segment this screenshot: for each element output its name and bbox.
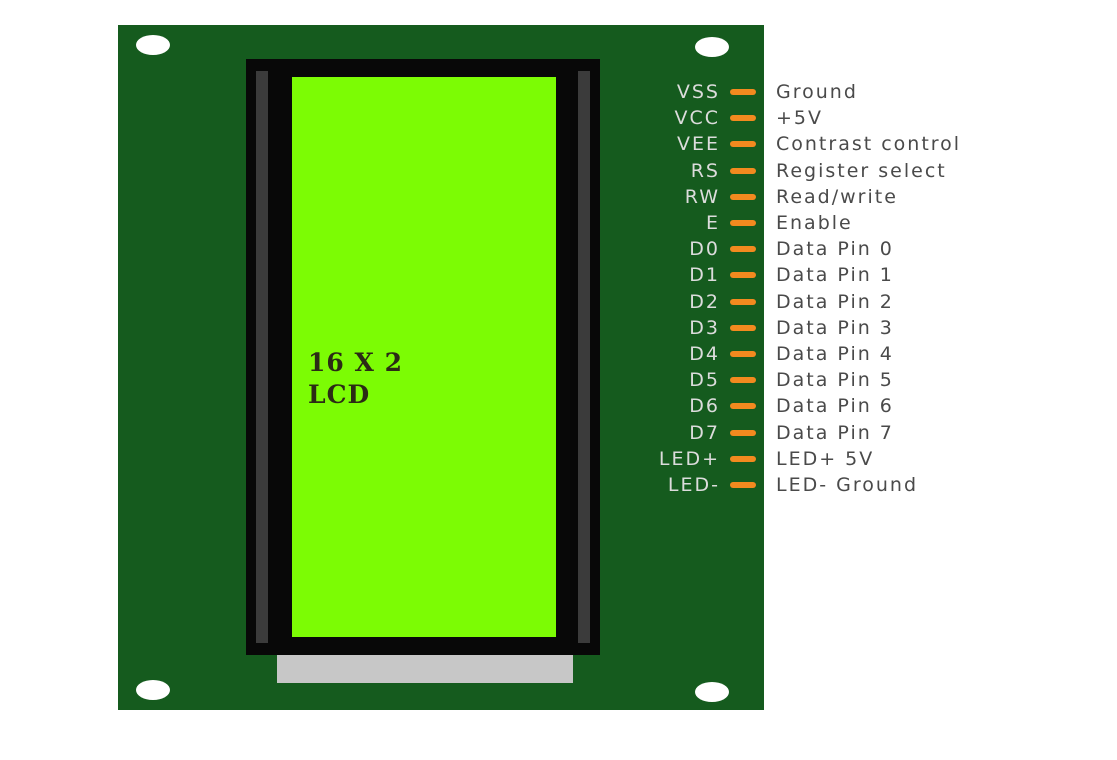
pin-description: Register select	[776, 159, 947, 182]
pin-label: D2	[689, 290, 720, 313]
pin-label: D7	[689, 421, 720, 444]
pin-stub	[730, 246, 756, 253]
pin-description: Data Pin 0	[776, 238, 894, 261]
pin-stub	[730, 298, 756, 305]
pin-label: LED-	[667, 474, 720, 496]
pin-stub	[730, 429, 756, 436]
pin-stub	[730, 324, 756, 331]
pin-label: VSS	[676, 81, 720, 103]
mounting-hole-bottom-left	[136, 680, 170, 700]
pin-stub	[730, 115, 756, 122]
pin-row: D3 Data Pin 3	[0, 315, 1117, 341]
pin-row: D4 Data Pin 4	[0, 341, 1117, 367]
lcd-module-board: 16 X 2 LCD	[118, 25, 764, 710]
pin-description: Read/write	[776, 185, 898, 208]
pin-description: Data Pin 4	[776, 343, 894, 365]
mounting-hole-top-left	[136, 35, 170, 55]
pin-stub	[730, 141, 756, 148]
pin-description: Contrast control	[776, 133, 962, 156]
pin-stub	[730, 89, 756, 95]
pin-description: Data Pin 5	[776, 369, 894, 392]
pin-description: LED+ 5V	[776, 447, 875, 470]
pin-stub	[730, 351, 756, 357]
pin-row: E Enable	[0, 210, 1117, 236]
pin-row: D5 Data Pin 5	[0, 367, 1117, 393]
pin-label: D3	[689, 316, 720, 339]
pin-description: Data Pin 2	[776, 290, 894, 313]
pin-label: D6	[689, 395, 720, 418]
pin-stub	[730, 272, 756, 279]
pin-stub	[730, 403, 756, 410]
pin-label: E	[705, 212, 720, 234]
pin-row: LED- LED- Ground	[0, 472, 1117, 498]
pin-stub	[730, 167, 756, 174]
pin-label: VCC	[674, 107, 720, 130]
lcd-screen-label: 16 X 2 LCD	[308, 347, 403, 411]
lcd-screen-label-line1: 16 X 2	[308, 348, 403, 377]
pin-stub	[730, 193, 756, 200]
pin-label: D5	[689, 369, 720, 392]
lcd-screen	[292, 77, 556, 637]
pin-description: Ground	[776, 81, 858, 103]
mounting-hole-top-right	[695, 37, 729, 57]
pin-row: D6 Data Pin 6	[0, 393, 1117, 419]
pin-stub	[730, 220, 756, 226]
pin-row: VCC +5V	[0, 105, 1117, 131]
pin-description: Data Pin 1	[776, 264, 894, 287]
connector-tab	[277, 655, 573, 683]
lcd-bezel: 16 X 2 LCD	[246, 59, 600, 655]
pin-description: Data Pin 7	[776, 421, 894, 444]
pin-row: RW Read/write	[0, 184, 1117, 210]
pin-label: RW	[684, 185, 720, 208]
pin-stub	[730, 482, 756, 488]
lcd-screen-label-line2: LCD	[308, 380, 371, 409]
pin-row: VSS Ground	[0, 79, 1117, 105]
pin-description: Data Pin 3	[776, 316, 894, 339]
pin-row: D0 Data Pin 0	[0, 236, 1117, 262]
pin-label: RS	[690, 159, 720, 182]
pin-label: D0	[689, 238, 720, 261]
pin-label: LED+	[658, 447, 720, 470]
pin-description: Data Pin 6	[776, 395, 894, 418]
bezel-rail-right	[578, 71, 590, 643]
pin-row: VEE Contrast control	[0, 131, 1117, 157]
pin-row: D2 Data Pin 2	[0, 289, 1117, 315]
pin-row: D7 Data Pin 7	[0, 420, 1117, 446]
pin-row: RS Register select	[0, 158, 1117, 184]
pin-row: LED+ LED+ 5V	[0, 446, 1117, 472]
mounting-hole-bottom-right	[695, 682, 729, 702]
pin-label: D4	[689, 343, 720, 365]
pin-description: LED- Ground	[776, 474, 919, 496]
pin-row: D1 Data Pin 1	[0, 262, 1117, 288]
bezel-rail-left	[256, 71, 268, 643]
pin-label: VEE	[676, 133, 720, 156]
pin-stub	[730, 455, 756, 462]
pin-stub	[730, 377, 756, 384]
pin-label: D1	[689, 264, 720, 287]
pin-description: +5V	[776, 107, 824, 130]
pin-description: Enable	[776, 212, 853, 234]
